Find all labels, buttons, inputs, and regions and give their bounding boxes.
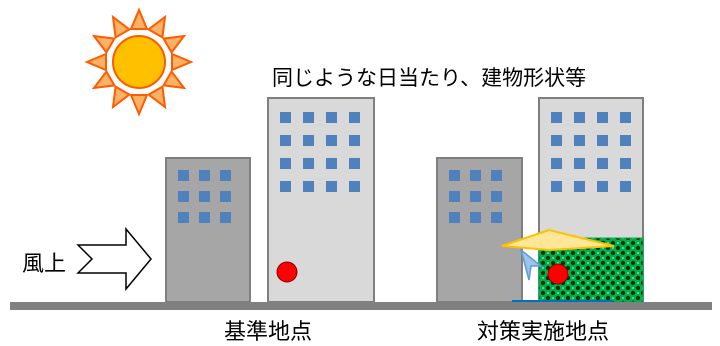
- window: [574, 135, 585, 146]
- window: [349, 135, 360, 146]
- window: [326, 158, 337, 169]
- window: [551, 112, 562, 123]
- shade-awning: [501, 228, 615, 252]
- window: [199, 191, 210, 202]
- window: [574, 181, 585, 192]
- window: [470, 212, 481, 223]
- window: [280, 112, 291, 123]
- window: [178, 170, 189, 181]
- window: [349, 158, 360, 169]
- sun-ray: [171, 52, 194, 72]
- window: [220, 170, 231, 181]
- sun-ray: [129, 7, 149, 30]
- sun-ray: [161, 69, 187, 90]
- building-windows: [449, 170, 502, 223]
- window: [449, 212, 460, 223]
- window: [551, 181, 562, 192]
- reference-point-marker: [276, 261, 298, 283]
- window: [574, 112, 585, 123]
- window: [303, 112, 314, 123]
- sun-ray: [91, 69, 117, 90]
- window: [620, 181, 631, 192]
- condition-caption: 同じような日当たり、建物形状等: [272, 66, 587, 90]
- window: [303, 158, 314, 169]
- sun-ray: [84, 52, 107, 72]
- window: [620, 112, 631, 123]
- building-windows: [280, 112, 360, 192]
- window: [597, 135, 608, 146]
- sun-ray: [129, 94, 149, 117]
- window: [597, 158, 608, 169]
- window: [597, 112, 608, 123]
- window: [199, 170, 210, 181]
- window: [597, 181, 608, 192]
- sun-ray: [111, 14, 132, 40]
- sun-ray: [146, 84, 167, 110]
- measure-short-building: [436, 157, 523, 303]
- window: [470, 191, 481, 202]
- sun-ray: [161, 34, 187, 55]
- window: [491, 170, 502, 181]
- measure-point-label: 対策実施地点: [477, 320, 610, 345]
- building-windows: [551, 112, 631, 192]
- reference-short-building: [165, 157, 251, 303]
- window: [326, 181, 337, 192]
- building-windows: [178, 170, 231, 223]
- right-arrow-outline-icon: [76, 226, 152, 292]
- window: [491, 212, 502, 223]
- window: [620, 135, 631, 146]
- sun-ray: [146, 14, 167, 40]
- window: [280, 181, 291, 192]
- window: [326, 135, 337, 146]
- window: [220, 212, 231, 223]
- ground-line: [10, 302, 712, 310]
- mist-arrow-icon: [519, 247, 544, 281]
- window: [551, 158, 562, 169]
- sun-ray: [111, 84, 132, 110]
- window: [303, 135, 314, 146]
- measure-point-marker: [547, 263, 569, 285]
- window: [178, 212, 189, 223]
- windward-label: 風上: [22, 252, 67, 277]
- window: [574, 158, 585, 169]
- sun-ray: [91, 34, 117, 55]
- window: [280, 158, 291, 169]
- window: [349, 112, 360, 123]
- reference-point-label: 基準地点: [224, 320, 313, 345]
- sun-disc: [112, 35, 166, 89]
- window: [349, 181, 360, 192]
- window: [470, 170, 481, 181]
- window: [280, 135, 291, 146]
- window: [220, 191, 231, 202]
- window: [449, 191, 460, 202]
- window: [178, 191, 189, 202]
- window: [620, 158, 631, 169]
- window: [551, 135, 562, 146]
- window: [199, 212, 210, 223]
- window: [449, 170, 460, 181]
- window: [326, 112, 337, 123]
- window: [303, 181, 314, 192]
- window: [491, 191, 502, 202]
- sun-icon: [84, 7, 194, 117]
